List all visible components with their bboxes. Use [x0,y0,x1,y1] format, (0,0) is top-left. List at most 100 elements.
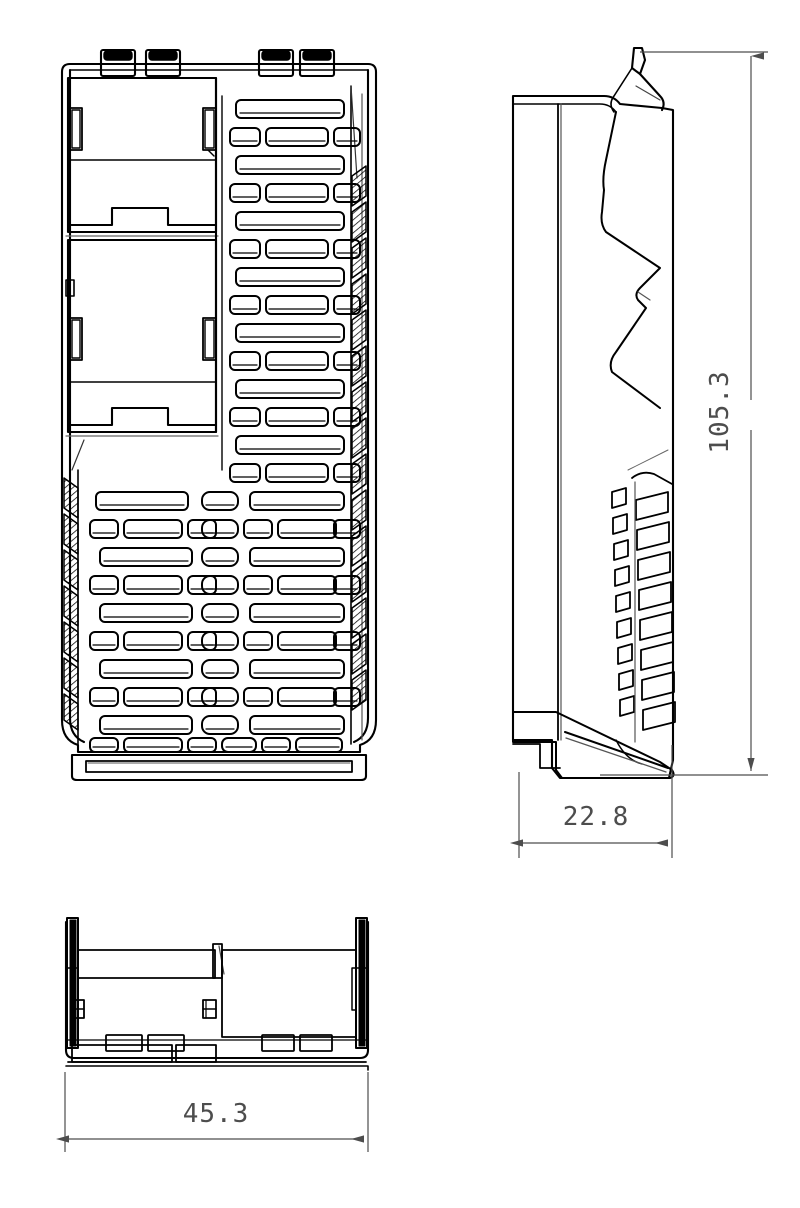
vent-slot-med [265,407,329,427]
pocket [261,1034,295,1052]
width-dimension-text: 45.3 [183,1099,250,1129]
width-dimension: 45.3 [56,1072,369,1152]
vent-slot-long [249,603,345,623]
edge-vent-slot [63,585,79,627]
vent-slot-long [99,715,193,735]
edge-vent-slot [63,477,79,519]
vent-slot-short [333,407,361,427]
bottom-view-pockets [105,1034,333,1052]
edge-vent-slot [351,381,367,423]
vent-slot-med [123,687,183,707]
vent-slot-oval [221,737,257,753]
pocket [105,1034,143,1052]
side-view-internal-contour [600,111,661,409]
bottom-view-recess [65,1039,369,1071]
vent-slot-long [99,659,193,679]
vent-slot-short [333,463,361,483]
edge-vent-slot [63,693,79,731]
front-view [60,48,378,782]
vent-slot-long [95,491,189,511]
side-vent-slot [617,643,633,665]
vent-slot-long [99,603,193,623]
vent-slot-short [261,737,291,753]
vent-slot-short [243,519,273,539]
vent-slot-short [333,239,361,259]
vent-slot-long [235,323,345,343]
vent-slot-med [277,519,337,539]
pocket [147,1034,185,1052]
vent-slot-oval [201,659,239,679]
side-vent-slot [638,581,672,611]
side-vent-slot [619,695,635,717]
side-view-vent-columns [611,449,676,765]
front-view-vent-field-upper [229,99,361,483]
vent-slot-short [229,351,261,371]
side-vent-slot [641,671,675,701]
vent-slot-oval [201,519,239,539]
height-dimension: 105.3 [600,51,768,776]
bottom-view-inner-shelf [77,943,357,1038]
vent-slot-short [333,687,361,707]
bottom-view-keying-slot [202,999,217,1019]
vent-slot-short [333,631,361,651]
edge-vent-slot [351,273,367,315]
bottom-view-left-keying-slot [70,999,85,1019]
edge-vent-slot [351,525,367,567]
side-view [511,46,676,780]
vent-slot-oval [201,547,239,567]
side-vent-slot [642,701,676,731]
vent-slot-short [229,295,261,315]
vent-slot-short [229,407,261,427]
vent-slot-short [89,631,119,651]
edge-vent-slot [351,237,367,279]
vent-slot-short [333,575,361,595]
vent-slot-med [277,631,337,651]
depth-dimension: 22.8 [510,745,673,858]
vent-slot-long [249,547,345,567]
edge-vent-slot [63,621,79,663]
vent-slot-short [229,127,261,147]
vent-slot-oval [201,631,239,651]
vent-slot-med [265,239,329,259]
vent-slot-short [89,519,119,539]
depth-dimension-text: 22.8 [563,802,630,832]
connector-block-1 [65,76,219,237]
vent-slot-med [123,631,183,651]
vent-slot-med [265,463,329,483]
arrowhead [747,758,755,771]
vent-slot-long [235,267,345,287]
side-vent-slot [612,513,628,535]
front-view-connectors [65,76,223,471]
side-vent-slot [613,539,629,561]
front-view-right-face [350,85,363,745]
side-vent-slot [637,551,671,581]
vent-slot-oval [201,603,239,623]
vent-slot-short [333,295,361,315]
vent-slot-med [265,127,329,147]
edge-vent-slot [351,633,367,675]
vent-slot-short [229,183,261,203]
side-vent-slot [636,521,670,551]
vent-slot-short [333,183,361,203]
front-view-vent-field-lower [89,491,361,753]
side-vent-slot [618,669,634,691]
front-view-top-clips [99,48,336,78]
vent-slot-long [235,379,345,399]
vent-slot-med [277,575,337,595]
vent-slot-short [89,575,119,595]
dimension-layer: 105.3 22.8 45.3 [56,51,768,1152]
vent-slot-med [123,519,183,539]
vent-slot-med [277,687,337,707]
vent-slot-med [295,737,343,753]
vent-slot-long [235,211,345,231]
side-vent-slot [614,565,630,587]
vent-slot-short [187,737,217,753]
height-dimension-text: 105.3 [705,370,735,453]
vent-slot-short [333,351,361,371]
side-vent-slot [616,617,632,639]
front-view-edge-vents-right [351,165,367,711]
vent-slot-long [235,99,345,119]
edge-vent-slot [351,597,367,639]
vent-slot-long [99,547,193,567]
front-view-edge-vents-left [63,477,79,731]
